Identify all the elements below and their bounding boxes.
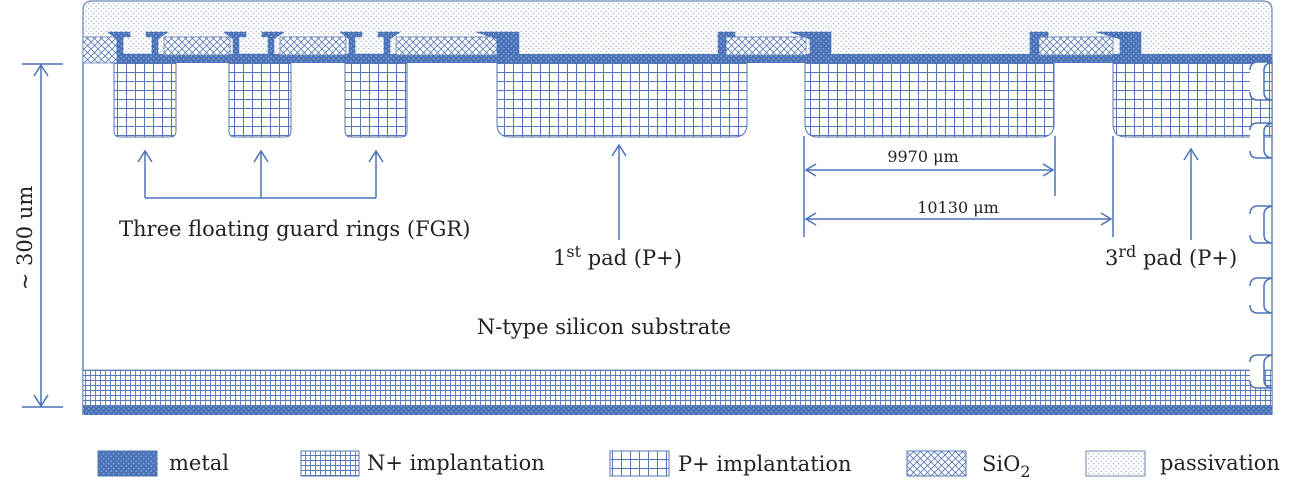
legend-label-passivation: passivation	[1160, 451, 1280, 475]
metal-contacts	[107, 31, 1142, 56]
pads	[496, 62, 1273, 138]
pitch-label-10130: 10130 μm	[917, 198, 999, 217]
legend-swatch-sio2	[906, 450, 967, 477]
legend-label-metal: metal	[169, 451, 229, 475]
backside-nplus	[82, 369, 1273, 407]
legend-label-pplus: P+ implantation	[678, 452, 852, 476]
fgr-label: Three floating guard rings (FGR)	[119, 217, 470, 241]
legend-label-nplus: N+ implantation	[367, 451, 545, 475]
legend-swatch-passivation	[1085, 450, 1146, 477]
top-metal-layer	[113, 54, 1272, 63]
fgr-arrows	[137, 149, 384, 199]
guard-rings	[113, 62, 408, 138]
sio2-segments	[82, 36, 1114, 64]
substrate-label: N-type silicon substrate	[477, 315, 731, 339]
pad3-label: 3rd pad (P+)	[1105, 242, 1237, 270]
legend: metal N+ implantation P+ implantation Si…	[97, 450, 1280, 481]
break-symbols	[1249, 61, 1273, 389]
backside-metal	[83, 406, 1272, 415]
thickness-dimension	[22, 63, 63, 408]
pitch-dimensions	[803, 136, 1114, 237]
pad-arrows	[611, 143, 1199, 240]
thickness-label: ~ 300 um	[13, 186, 37, 291]
pad1-label: 1st pad (P+)	[553, 242, 682, 270]
legend-label-sio2: SiO2	[982, 452, 1031, 481]
legend-swatch-metal	[97, 450, 158, 477]
legend-swatch-nplus	[300, 450, 360, 477]
passivation-layer	[82, 0, 1273, 63]
legend-swatch-pplus	[609, 450, 670, 477]
pitch-label-9970: 9970 μm	[887, 147, 958, 166]
